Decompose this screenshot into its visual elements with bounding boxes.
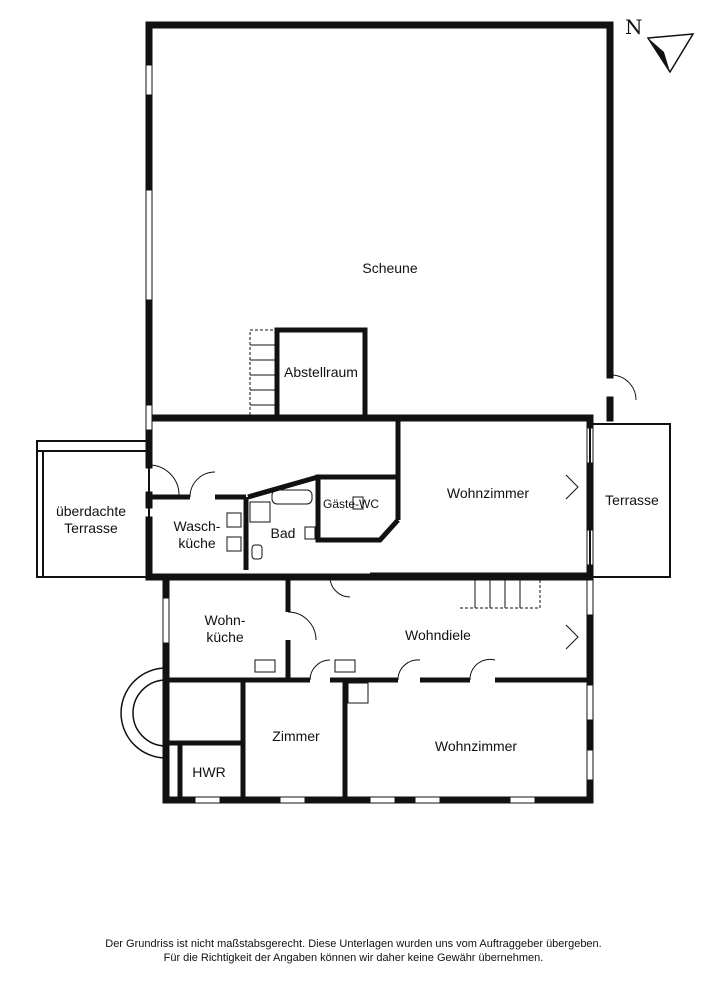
room-label-scheune: Scheune — [362, 260, 417, 276]
north-arrow-icon — [646, 33, 695, 74]
stairs — [249, 329, 541, 609]
windows — [145, 21, 594, 804]
disclaimer: Der Grundriss ist nicht maßstabsgerecht.… — [0, 937, 707, 965]
room-label-bad: Bad — [271, 525, 296, 541]
door-swings — [148, 374, 637, 681]
room-label-waschkueche-line2: küche — [178, 535, 216, 551]
outer-walls — [145, 21, 614, 804]
room-label-wohnkueche-line1: Wohn- — [205, 612, 246, 628]
room-label-wohnzimmer-bottom: Wohnzimmer — [435, 738, 518, 754]
room-label-waschkueche-line1: Wasch- — [174, 518, 221, 534]
north-label: N — [625, 15, 643, 39]
room-label-ueberdachte-terrasse-line2: Terrasse — [64, 520, 118, 536]
terraces — [36, 423, 671, 578]
north-arrow-fill-icon — [648, 38, 670, 72]
round-stair — [120, 667, 167, 759]
disclaimer-line-1: Der Grundriss ist nicht maßstabsgerecht.… — [105, 938, 602, 950]
room-label-hwr: HWR — [192, 764, 225, 780]
room-label-zimmer: Zimmer — [272, 728, 320, 744]
room-label-wohnzimmer-top: Wohnzimmer — [447, 485, 530, 501]
room-labels: Scheune Abstellraum überdachte Terrasse … — [56, 260, 659, 780]
room-label-terrasse: Terrasse — [605, 492, 659, 508]
room-label-abstellraum: Abstellraum — [284, 364, 358, 380]
inner-walls — [149, 327, 590, 800]
room-label-ueberdachte-terrasse-line1: überdachte — [56, 503, 126, 519]
fixtures — [226, 489, 369, 704]
room-label-gaeste-wc: Gäste-WC — [323, 497, 379, 511]
disclaimer-line-2: Für die Richtigkeit der Angaben können w… — [163, 952, 544, 964]
room-label-wohnkueche-line2: küche — [206, 629, 244, 645]
room-label-wohndiele: Wohndiele — [405, 627, 471, 643]
north-arrow: N — [625, 15, 695, 74]
